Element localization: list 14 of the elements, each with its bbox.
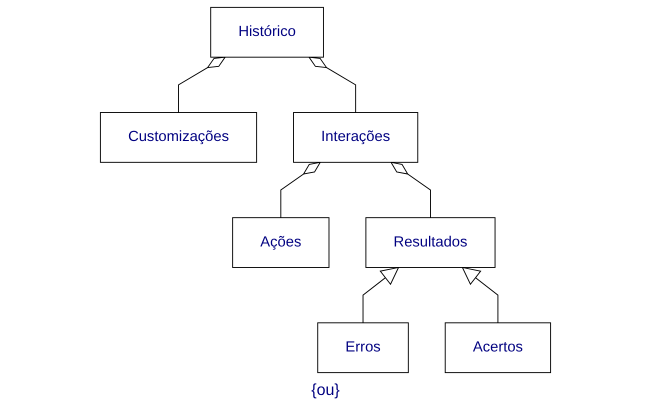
node-box: Erros	[317, 322, 409, 374]
arrow	[362, 267, 399, 324]
connector	[308, 56, 356, 113]
constraint-note: {ou}	[311, 382, 340, 399]
arrow	[462, 267, 498, 324]
node-box: Interações	[293, 112, 418, 163]
node-box: Histórico	[210, 6, 324, 58]
connector	[280, 162, 321, 218]
connector	[390, 162, 431, 218]
connector	[178, 56, 226, 113]
node-box: Ações	[232, 217, 330, 268]
node-box: Customizações	[100, 112, 258, 163]
node-box: Resultados	[365, 217, 496, 268]
node-box: Acertos	[444, 322, 552, 374]
